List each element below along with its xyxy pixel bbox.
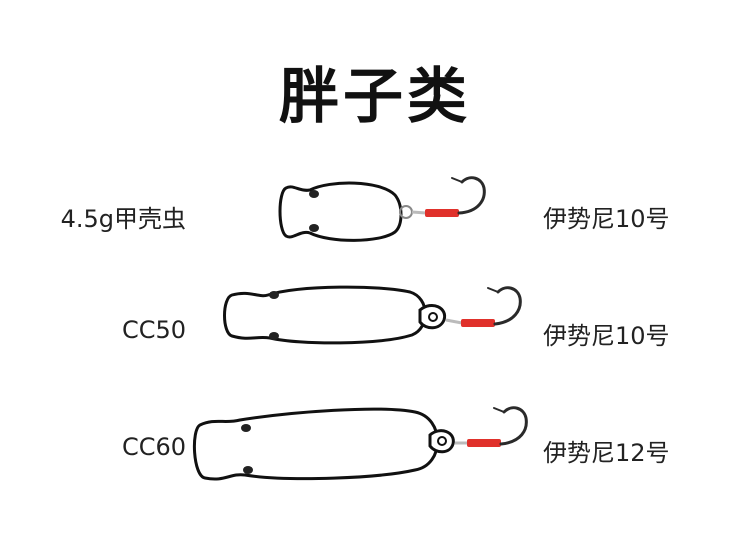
lure-body	[280, 183, 401, 240]
tube-icon	[467, 439, 501, 447]
hook-icon	[501, 408, 526, 444]
eye-icon	[309, 224, 319, 232]
line-eye-icon	[420, 305, 445, 327]
hook-icon	[459, 178, 484, 213]
hook-icon	[495, 288, 520, 324]
lure-body	[194, 409, 437, 479]
lure-body	[225, 287, 426, 343]
line-eye-icon	[430, 431, 453, 452]
eye-icon	[241, 424, 251, 432]
eye-icon	[269, 291, 279, 299]
tube-icon	[425, 209, 459, 217]
eye-icon	[309, 190, 319, 198]
eye-icon	[243, 466, 253, 474]
eye-icon	[269, 332, 279, 340]
assist-line	[412, 212, 426, 213]
tube-icon	[461, 319, 495, 327]
lure-cc50	[225, 287, 521, 343]
lure-beetle	[280, 178, 484, 241]
lure-cc60	[194, 408, 526, 479]
assist-line	[446, 320, 462, 323]
